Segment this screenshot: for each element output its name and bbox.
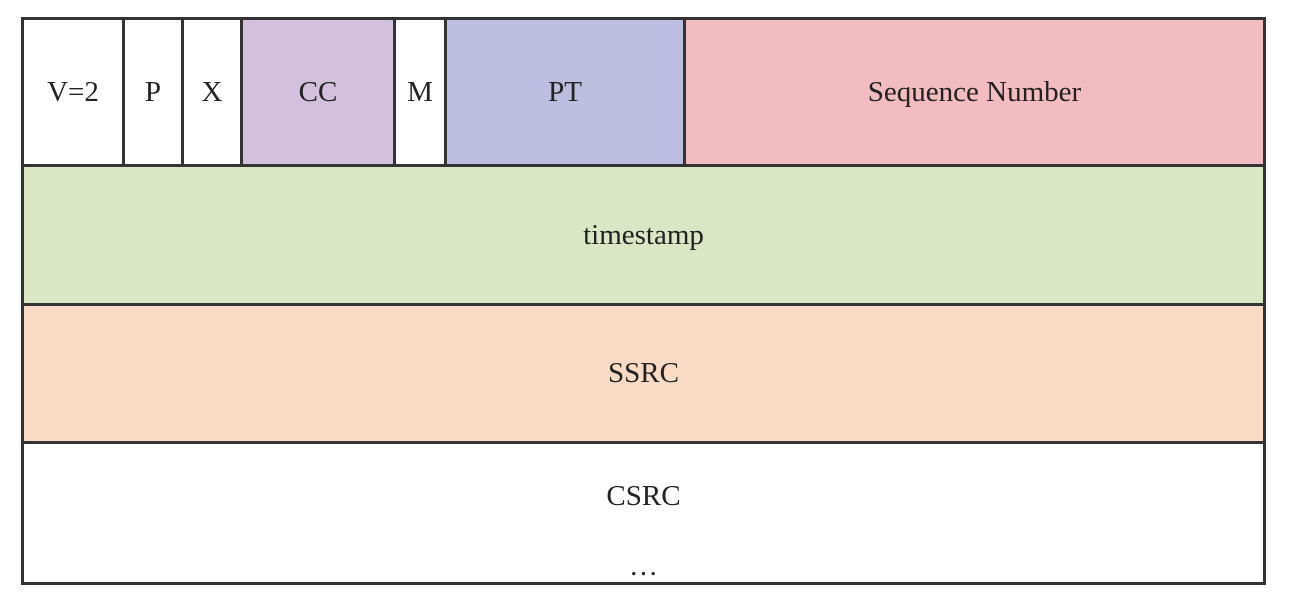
field-version: V=2: [24, 20, 122, 164]
divider: [24, 303, 1263, 306]
field-version-label: V=2: [47, 75, 99, 108]
field-marker-label: M: [407, 75, 433, 108]
divider: [683, 20, 686, 164]
field-ssrc: SSRC: [24, 306, 1263, 441]
field-payload-type-label: PT: [548, 75, 582, 108]
divider: [122, 20, 125, 164]
field-csrc-count: CC: [243, 20, 393, 164]
field-extension-label: X: [201, 75, 223, 108]
field-padding-label: P: [144, 75, 162, 108]
field-timestamp-label: timestamp: [583, 218, 704, 251]
divider: [240, 20, 243, 164]
field-marker: M: [396, 20, 444, 164]
field-padding: P: [125, 20, 181, 164]
field-sequence-number-label: Sequence Number: [867, 75, 1082, 108]
field-csrc: CSRC: [24, 444, 1263, 582]
field-ssrc-label: SSRC: [608, 357, 679, 389]
field-payload-type: PT: [447, 20, 683, 164]
divider: [181, 20, 184, 164]
divider: [444, 20, 447, 164]
field-csrc-label: CSRC: [606, 480, 681, 512]
divider: [24, 441, 1263, 444]
rtp-header-diagram: V=2 P X CC M PT Sequence Number timestam…: [21, 17, 1266, 585]
divider: [393, 20, 396, 164]
field-csrc-count-label: CC: [298, 75, 338, 108]
divider: [24, 164, 1263, 167]
field-sequence-number: Sequence Number: [686, 20, 1263, 164]
field-extension: X: [184, 20, 240, 164]
csrc-continuation: …: [629, 550, 658, 582]
field-timestamp: timestamp: [24, 167, 1263, 303]
